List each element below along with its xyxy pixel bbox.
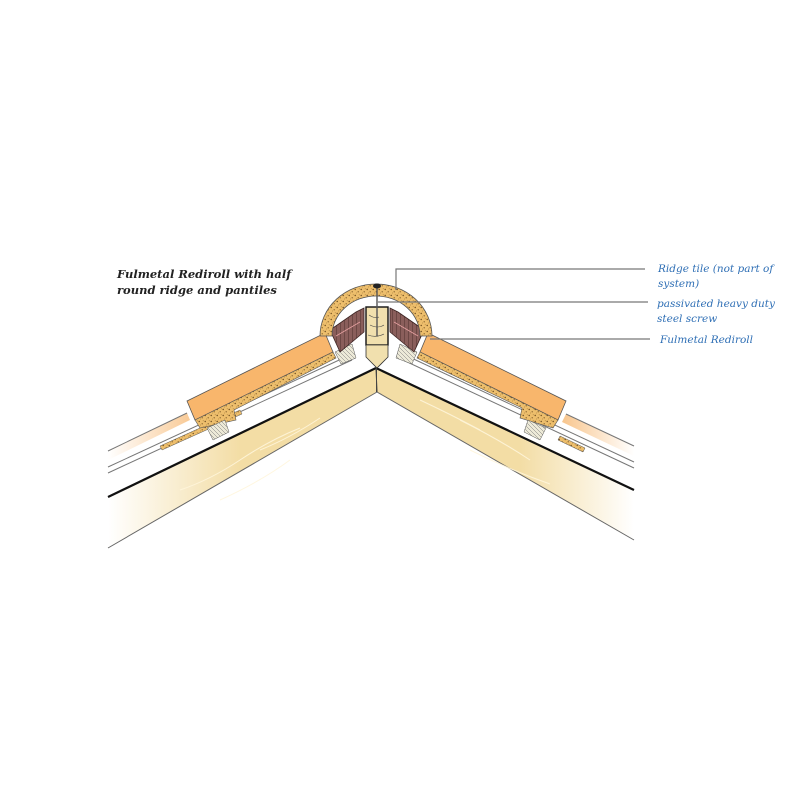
callout-ridge-tile-line-2: system) (658, 278, 700, 290)
diagram-title: Fulmetal Rediroll with half round ridge … (117, 266, 317, 298)
callout-steel-screw-line-2: steel screw (657, 313, 718, 325)
callout-steel-screw-line-1: passivated heavy duty (657, 298, 775, 310)
callout-steel-screw: passivated heavy duty steel screw (657, 297, 775, 327)
right-rafter (376, 368, 634, 540)
callout-ridge-tile: Ridge tile (not part of system) (658, 262, 773, 292)
left-pantiles (107, 332, 357, 460)
title-line-1: Fulmetal Rediroll with half (117, 267, 292, 281)
callout-ridge-tile-line-1: Ridge tile (not part of (658, 263, 774, 275)
title-line-2: round ridge and pantiles (117, 283, 277, 297)
callout-rediroll-line-1: Fulmetal Rediroll (660, 334, 754, 346)
rafters (107, 367, 635, 549)
rediroll (329, 307, 425, 353)
steel-screw (373, 283, 381, 336)
leader-lines (378, 268, 650, 340)
right-pantiles (395, 332, 635, 456)
callout-rediroll: Fulmetal Rediroll (660, 333, 753, 348)
ridge-tile (319, 283, 433, 337)
